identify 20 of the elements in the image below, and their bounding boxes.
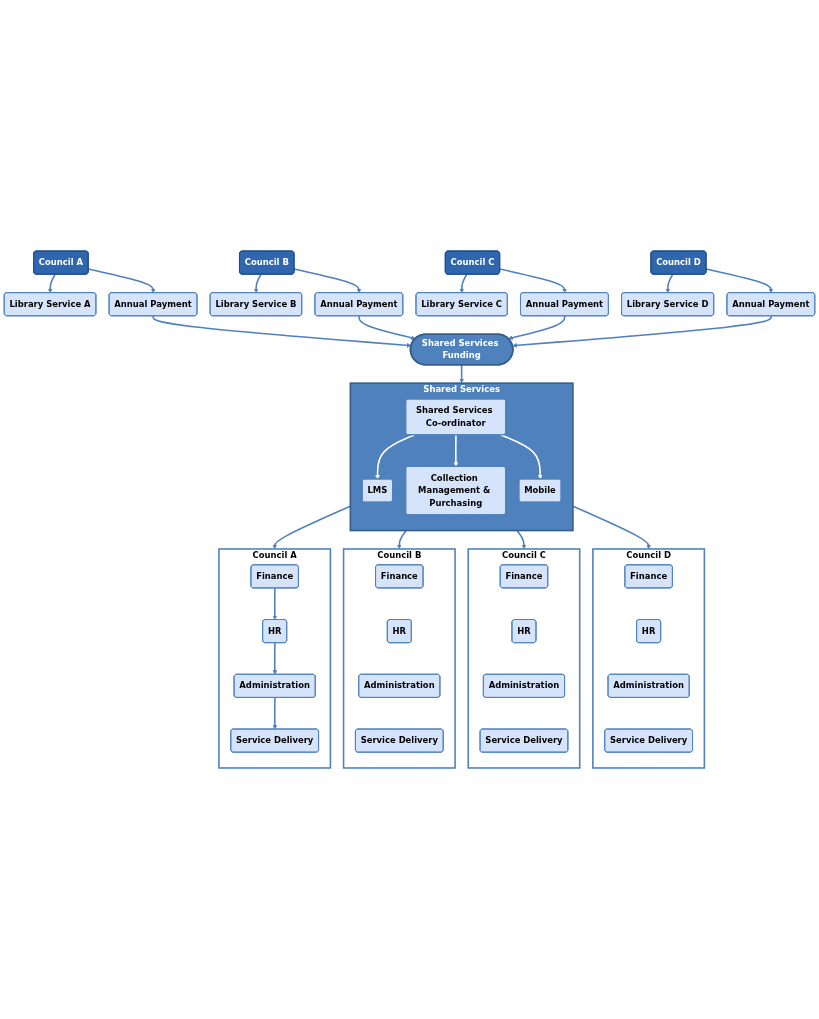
arrow xyxy=(499,268,567,294)
arrow xyxy=(358,315,416,340)
arrow xyxy=(508,315,566,340)
arrow xyxy=(499,434,543,480)
arrow xyxy=(397,529,408,550)
arrow xyxy=(453,434,459,467)
arrow xyxy=(87,268,156,294)
arrow xyxy=(705,268,774,294)
arrow xyxy=(459,273,468,294)
arrow xyxy=(272,642,278,675)
arrow xyxy=(516,529,527,550)
arrow xyxy=(152,315,412,348)
arrow xyxy=(572,505,651,550)
arrow xyxy=(253,273,262,294)
arrow xyxy=(272,587,278,620)
arrow xyxy=(375,434,416,480)
arrow xyxy=(665,273,674,294)
arrow xyxy=(512,315,772,348)
arrow xyxy=(293,268,362,294)
arrow xyxy=(272,696,278,730)
